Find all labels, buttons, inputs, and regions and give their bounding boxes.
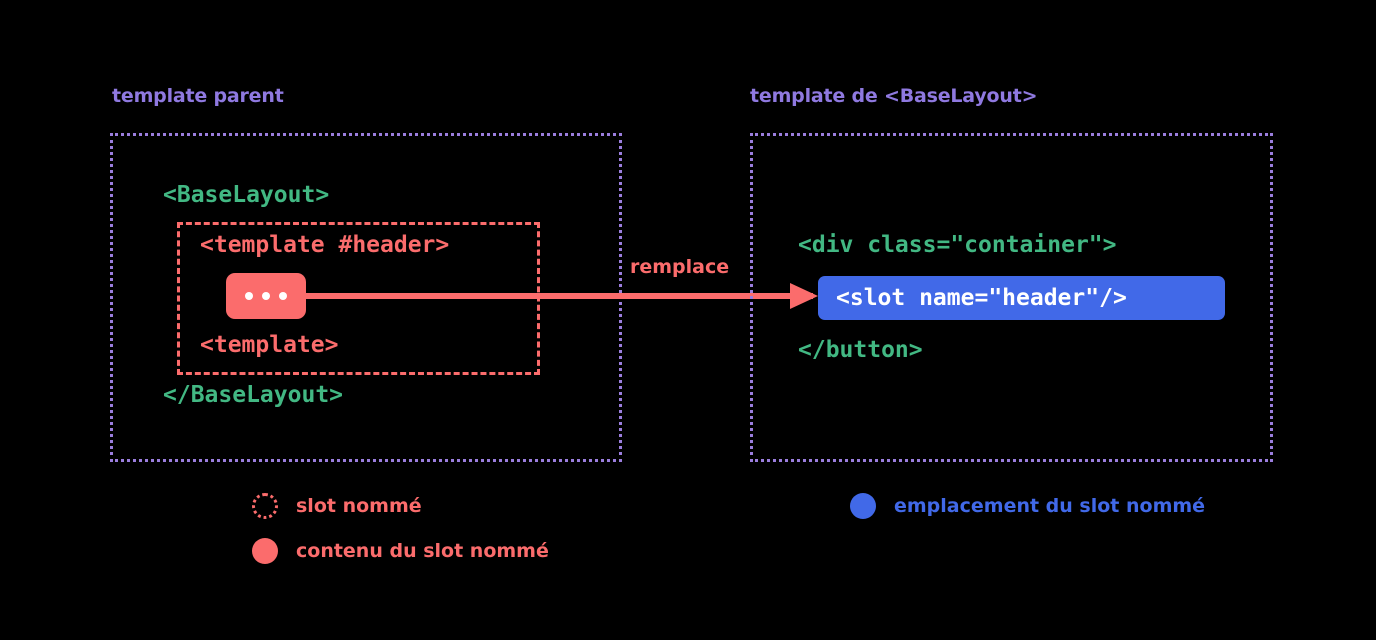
code-baselayout-open-tag: <BaseLayout> — [163, 182, 330, 208]
left-panel-heading: template parent — [112, 85, 284, 107]
chip-dot-2 — [262, 292, 270, 300]
chip-dot-3 — [279, 292, 287, 300]
chip-dot-1 — [245, 292, 253, 300]
right-panel-heading: template de <BaseLayout> — [750, 85, 1038, 107]
code-template-close-tag: <template> — [200, 332, 339, 358]
baselayout-template-panel — [750, 133, 1273, 462]
code-template-header-open-tag: <template #header> — [200, 232, 450, 258]
dotted-circle-icon — [252, 493, 278, 519]
legend-label-slot-outlet: emplacement du slot nommé — [894, 495, 1206, 517]
legend-label-named-slot: slot nommé — [296, 495, 422, 517]
code-div-container-open-tag: <div class="container"> — [798, 232, 1117, 258]
slot-content-chip — [226, 273, 306, 319]
legend-item-named-slot: slot nommé — [252, 493, 422, 519]
code-slot-element: <slot name="header"/> — [836, 285, 1127, 311]
code-button-close-tag: </button> — [798, 337, 923, 363]
legend-item-slot-outlet: emplacement du slot nommé — [850, 493, 1205, 519]
arrow-line — [305, 293, 813, 299]
legend-item-slot-content: contenu du slot nommé — [252, 538, 549, 564]
arrow-head-icon — [790, 283, 818, 309]
slot-outlet-highlight: <slot name="header"/> — [818, 276, 1225, 320]
legend-label-slot-content: contenu du slot nommé — [296, 540, 549, 562]
filled-circle-icon — [252, 538, 278, 564]
arrow-label-remplace: remplace — [630, 256, 730, 278]
code-baselayout-close-tag: </BaseLayout> — [163, 382, 344, 408]
filled-circle-icon — [850, 493, 876, 519]
